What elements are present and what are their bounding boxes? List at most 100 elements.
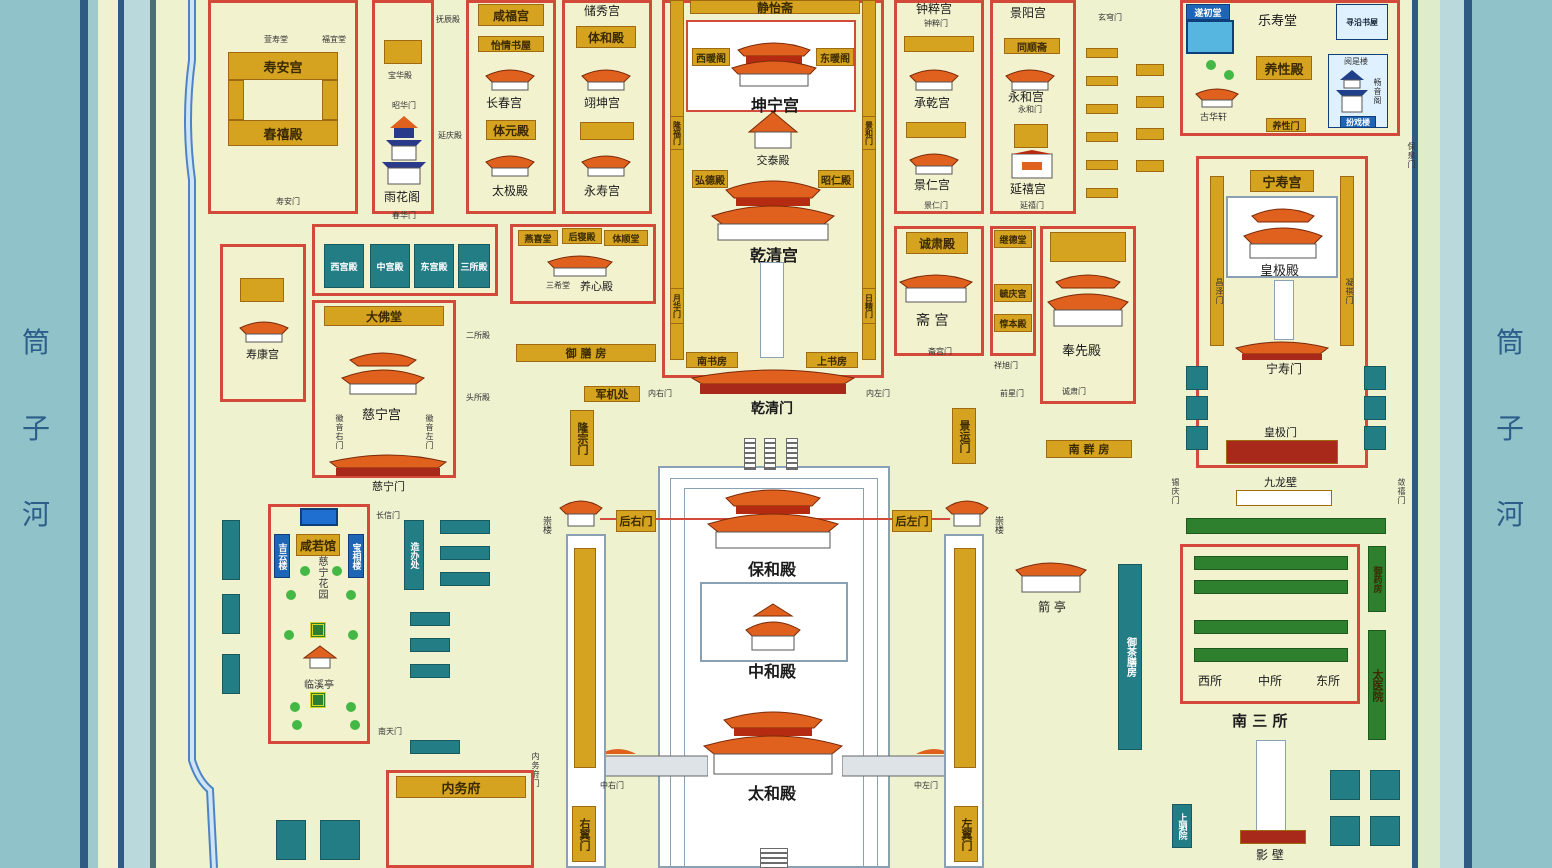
kunninggong-roof — [728, 40, 820, 88]
west-long-hall — [574, 548, 596, 768]
fuchenmen-label: 抚辰殿 — [436, 15, 460, 24]
green-band-1 — [1186, 518, 1386, 534]
xianruoguan-hall: 咸若馆 — [296, 534, 340, 556]
cininggong-roof — [338, 350, 428, 396]
west-block-4 — [410, 612, 450, 626]
huangjidian-roof — [1240, 204, 1326, 260]
east-gold-col-5 — [1086, 160, 1118, 170]
green-row-1 — [1194, 556, 1348, 570]
left-wall-top — [124, 0, 154, 868]
xiqingmen-label: 锡庆门 — [1171, 478, 1180, 505]
taihedian-roof — [700, 708, 846, 776]
xunzhishuwu-hall: 寻沿书屋 — [1336, 4, 1388, 40]
linqianmen-label: 凝祺门 — [1345, 278, 1354, 305]
green-row-3 — [1194, 620, 1348, 634]
qianqiamen-label: 前星门 — [1000, 389, 1024, 398]
changchungong-label: 长春宫 — [486, 96, 523, 110]
xianfugong-compound — [466, 0, 556, 214]
right-wall-top — [1418, 0, 1440, 868]
fengxian-hall — [1050, 232, 1126, 262]
west-block-8 — [222, 520, 240, 580]
jingrengong-label: 景仁宫 — [914, 178, 951, 192]
zhaorendian-hall: 昭仁殿 — [818, 170, 854, 188]
yangxingdian-hall: 养性殿 — [1256, 56, 1312, 80]
jinghemen-gate: 景和门 — [862, 116, 876, 150]
south-steps — [760, 848, 788, 868]
east-block-1 — [1186, 366, 1208, 390]
tousuodian-label: 头所殿 — [466, 393, 490, 402]
north-steps-2 — [764, 438, 776, 470]
huangjimen-gate — [1226, 440, 1338, 464]
xisuo-label: 西所 — [1198, 674, 1223, 688]
nantianmen-label: 南天门 — [378, 727, 402, 736]
yikungong-label: 翊坤宫 — [584, 96, 621, 110]
west-block-10 — [222, 654, 240, 694]
houyoumen-gate: 后右门 — [616, 510, 656, 532]
ningshou-east-corridor — [1340, 176, 1354, 346]
ningshou-tree-2 — [1224, 70, 1234, 80]
garden-tree-10 — [350, 720, 360, 730]
garden-pavilion-1 — [310, 622, 326, 638]
fengxiandian-roof — [1044, 270, 1132, 330]
zhonggongdian-hall: 中宫殿 — [370, 244, 410, 288]
changchungong-roof — [482, 66, 538, 92]
zhongcuigong-compound — [894, 0, 984, 214]
right-inner-wall — [1412, 0, 1418, 868]
ningshougong-hall: 宁寿宫 — [1250, 170, 1314, 192]
yuyaofang-hall: 御药房 — [1368, 546, 1386, 612]
suichutang-hall: 遂初堂 — [1186, 4, 1230, 20]
east-gold-col-4 — [1086, 132, 1118, 142]
east-block-2 — [1186, 396, 1208, 420]
jianting-label: 箭 亭 — [1038, 600, 1066, 614]
zhongcui-hall — [904, 36, 974, 52]
yonghegong-roof — [1002, 66, 1058, 92]
east-long-hall — [954, 548, 976, 768]
xuanyintang-label: 萱寿堂 — [264, 35, 288, 44]
junjichu-hall: 军机处 — [584, 386, 640, 402]
east-gold-col-9 — [1136, 128, 1164, 140]
chengsudian-hall: 诚肃殿 — [906, 232, 968, 254]
north-steps-3 — [786, 438, 798, 470]
inner-river — [184, 0, 218, 868]
youyimen-gate: 右翼门 — [572, 806, 596, 862]
yuqinggong-hall: 毓庆宫 — [994, 284, 1032, 302]
garden-tree-5 — [284, 630, 294, 640]
yuehuamen-gate: 月华门 — [670, 288, 684, 324]
left-wall-band — [88, 0, 98, 868]
chengqiangong-label: 承乾宫 — [914, 96, 951, 110]
east-gold-col-7 — [1136, 64, 1164, 76]
right-outer-wall — [1464, 0, 1472, 868]
east-block-9 — [1330, 816, 1360, 846]
zhongsuo-label: 中所 — [1258, 674, 1283, 688]
rijingmen-gate: 日精门 — [862, 288, 876, 324]
garden-tree-3 — [286, 590, 296, 600]
ningshou-path — [1274, 280, 1294, 340]
green-row-2 — [1194, 580, 1348, 594]
left-moat — [0, 0, 80, 868]
shoukanggong-label: 寿康宫 — [246, 348, 279, 361]
yanxitang-hall: 燕喜堂 — [518, 230, 558, 246]
jingyunmen-gate: 景运门 — [952, 408, 976, 464]
west-block-7 — [410, 740, 460, 754]
guhuaxuan-label: 古华轩 — [1200, 113, 1228, 123]
taihe-side-wing-right — [842, 744, 954, 778]
neiwufu-hall: 内务府 — [396, 776, 526, 798]
nansansuo-label: 南 三 所 — [1232, 712, 1288, 730]
jiulongbi-wall — [1236, 490, 1332, 506]
left-outer-wall — [80, 0, 88, 868]
garden-tree-9 — [292, 720, 302, 730]
qianqinggong-label: 乾清宫 — [749, 246, 798, 265]
garden-tree-1 — [300, 566, 310, 576]
zhaigongmen-label: 斋宫门 — [928, 347, 952, 356]
west-block-2 — [440, 546, 490, 560]
jidetang-hall: 继德堂 — [994, 230, 1032, 248]
jiaotaidian-roof — [745, 110, 801, 150]
west-block-12 — [276, 820, 306, 860]
qianqinggong-roof — [706, 176, 840, 242]
fanxilou-hall: 扮戏楼 — [1340, 116, 1376, 128]
sanxitang-label: 三希堂 — [546, 281, 570, 290]
dianqimen-label: 昌泽门 — [1215, 278, 1224, 305]
huangjimen-label: 皇极门 — [1264, 426, 1297, 439]
baohuadian-hall — [384, 40, 422, 64]
